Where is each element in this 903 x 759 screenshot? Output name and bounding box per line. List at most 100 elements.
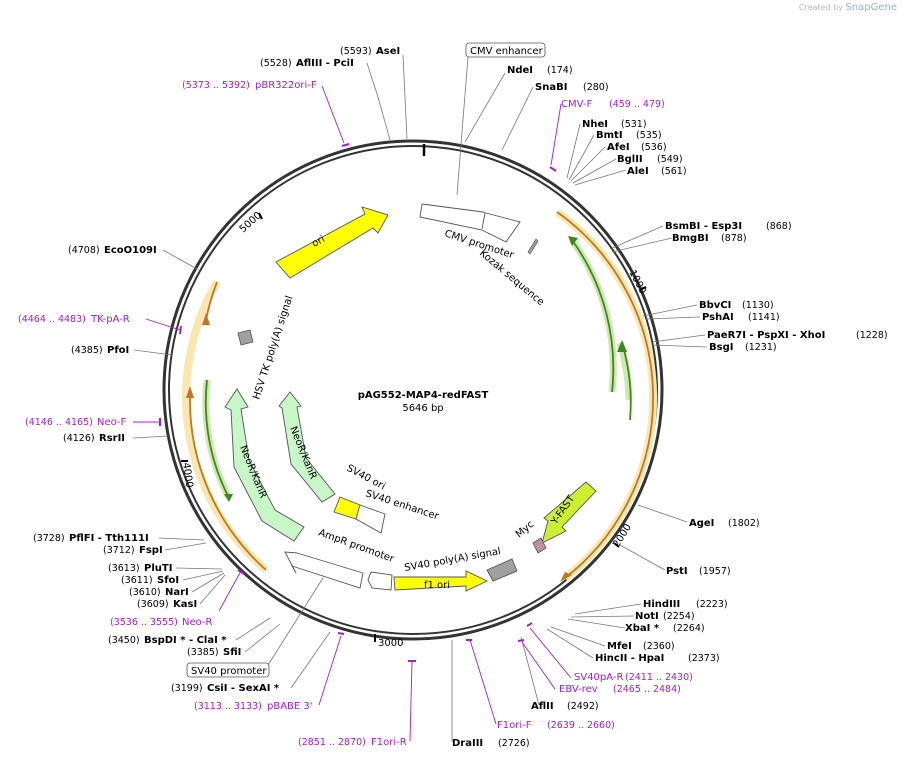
site-sexai: CsiI - SexAI *: [207, 683, 280, 694]
neor-inner-arrow: [278, 391, 336, 503]
kozak-sequence: [527, 238, 539, 255]
site-bglii: BglII: [617, 154, 643, 165]
leader-eco0109i: [162, 249, 198, 270]
green-arc-left: [204, 379, 229, 497]
f1-ori-arrow: [393, 570, 489, 592]
orf-arc-left-lower: [189, 394, 267, 571]
tick-label-4000: 4000: [180, 462, 194, 489]
plasmid-name: pAG552-MAP4-redFAST: [358, 390, 489, 401]
primer-leader-f1ori-r: [409, 661, 413, 742]
hsv-tk-label: HSV TK poly(A) signal: [251, 295, 295, 401]
primer-neo-f: Neo-F: [97, 417, 127, 428]
leader-bsgi: [651, 344, 708, 348]
primer-pbabe-range: (3113 .. 3133): [194, 701, 262, 712]
leader-bglii: [572, 158, 617, 184]
site-nari-pos: (3610): [129, 587, 161, 598]
site-psti-pos: (1957): [699, 566, 731, 577]
primer-f1ori-r: F1ori-R: [371, 737, 407, 748]
site-aflii-pos: (2492): [567, 701, 599, 712]
snapgene-logo: SnapGene: [845, 2, 897, 13]
ori-arrow: [275, 206, 389, 279]
site-rsrii: RsrII: [99, 433, 125, 444]
site-hpai-pos: (2373): [688, 653, 720, 664]
site-leaders: [132, 54, 708, 742]
site-bsmbi: BsmBI - Esp3I: [665, 221, 742, 232]
site-pflfi-pos: (3728): [33, 533, 65, 544]
primer-leader-f1ori-f: [469, 639, 497, 725]
leader-alei: [574, 169, 627, 186]
site-kasi-pos: (3609): [137, 599, 169, 610]
site-xbai-pos: (2264): [673, 623, 705, 634]
leader-agei: [637, 504, 688, 523]
primer-neo-r: Neo-R: [182, 617, 213, 628]
site-snabi: SnaBI: [535, 82, 567, 93]
snapgene-credit: Created by SnapGene: [799, 2, 897, 13]
green-arc-right-inner-head: [617, 340, 627, 352]
leader-noti: [570, 615, 635, 618]
primer-f1ori-r-range: (2851 .. 2870): [298, 737, 366, 748]
site-nari: NarI: [165, 587, 189, 598]
leader-pshai: [644, 316, 701, 320]
primer-pbr322ori-f-range: (5373 .. 5392): [182, 80, 250, 91]
leader-aflii: [520, 636, 540, 706]
leader-pflfi: [158, 537, 205, 541]
sv40-promoter-leader: [267, 577, 324, 666]
leader-hindiii: [574, 603, 642, 615]
site-agei-pos: (1802): [728, 518, 760, 529]
tick-5000: [258, 212, 263, 220]
primer-cmv-f: CMV-F: [561, 99, 592, 110]
primer-neo-f-range: (4146 .. 4165): [25, 417, 93, 428]
leader-xbai: [567, 618, 626, 629]
site-eco0109i-pos: (4708): [68, 245, 100, 256]
primer-f1ori-f-range: (2639 .. 2660): [547, 720, 615, 731]
site-bbvci-pos: (1130): [742, 300, 774, 311]
leader-sfoi: [182, 570, 224, 581]
site-sfii-pos: (3385): [187, 647, 219, 658]
site-bsgi-pos: (1231): [745, 342, 777, 353]
backbone-inner-ring: [168, 145, 658, 635]
site-pfoi-pos: (4385): [71, 345, 103, 356]
primer-leaders: [133, 85, 572, 742]
ampr-promoter-arrow: [284, 551, 364, 589]
plasmid-size: 5646 bp: [402, 403, 443, 414]
leader-asei: [402, 54, 408, 140]
tick-2000: [613, 542, 620, 548]
primer-labels: CMV-F (459 .. 479) SV40pA-R (2411 .. 243…: [18, 80, 693, 748]
site-sfoi-pos: (3611): [121, 575, 153, 586]
primer-cmv-f-range: (459 .. 479): [609, 99, 665, 110]
primer-leader-pbr322ori-f: [321, 85, 345, 144]
orf-arc-left-upper-head: [202, 313, 210, 325]
site-nhei: NheI: [582, 119, 608, 130]
green-arc-right-outer: [571, 239, 615, 393]
orf-arc-right-bg: [554, 208, 658, 582]
leader-xhoi: [651, 334, 706, 343]
site-alei: AleI: [627, 166, 649, 177]
ampr-promoter-label: AmpR promoter: [317, 527, 396, 565]
leader-nari: [191, 572, 225, 593]
primer-ebv-rev: EBV-rev: [559, 684, 598, 695]
leader-bbvci: [642, 304, 698, 317]
primer-sv40pa-r: SV40pA-R: [574, 672, 623, 683]
green-orf-arcs: [202, 236, 633, 502]
site-eco0109i: EcoO109I: [104, 245, 157, 256]
site-ndei: NdeI: [507, 65, 533, 76]
site-pfoi: PfoI: [107, 345, 129, 356]
leader-mfei: [550, 626, 606, 647]
cmv-enhancer-leader: [456, 56, 469, 196]
site-afei: AfeI: [607, 142, 630, 153]
neor-outer-arrow: [224, 388, 305, 542]
leader-sexai: [290, 631, 331, 689]
leader-clai: [235, 617, 271, 641]
primer-leader-ebv-rev: [521, 641, 556, 690]
leader-fspi: [164, 542, 207, 551]
primer-mark-tk-pa-r: [179, 325, 182, 335]
orf-arc-right: [556, 211, 654, 579]
leader-pfoi: [133, 349, 173, 356]
site-noti: NotI: [635, 611, 659, 622]
backbone-outer-ring: [162, 139, 664, 641]
cmv-promoter-arrow: [419, 203, 521, 243]
primer-tk-pa-r-range: (4464 .. 4483): [18, 314, 86, 325]
site-bmgbi-pos: (878): [721, 233, 747, 244]
leader-afei: [570, 146, 606, 182]
